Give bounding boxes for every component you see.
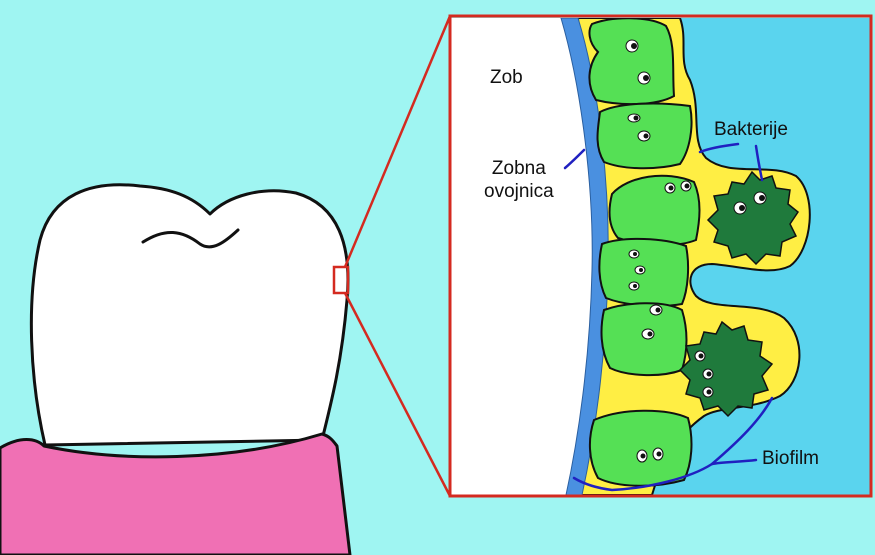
bacterium: [602, 303, 687, 375]
inset-panel: [451, 18, 870, 495]
label-zobna-line1: Zobna: [484, 157, 554, 180]
bacterium: [589, 18, 674, 104]
label-bakterije: Bakterije: [714, 118, 788, 141]
label-zobna-ovojnica: Zobna ovojnica: [484, 157, 554, 203]
label-zobna-line2: ovojnica: [484, 180, 554, 203]
label-zob: Zob: [490, 66, 523, 89]
tooth-crown: [31, 185, 348, 445]
tooth-surface: [451, 18, 592, 495]
bacterium: [590, 411, 692, 486]
label-biofilm: Biofilm: [762, 447, 819, 470]
